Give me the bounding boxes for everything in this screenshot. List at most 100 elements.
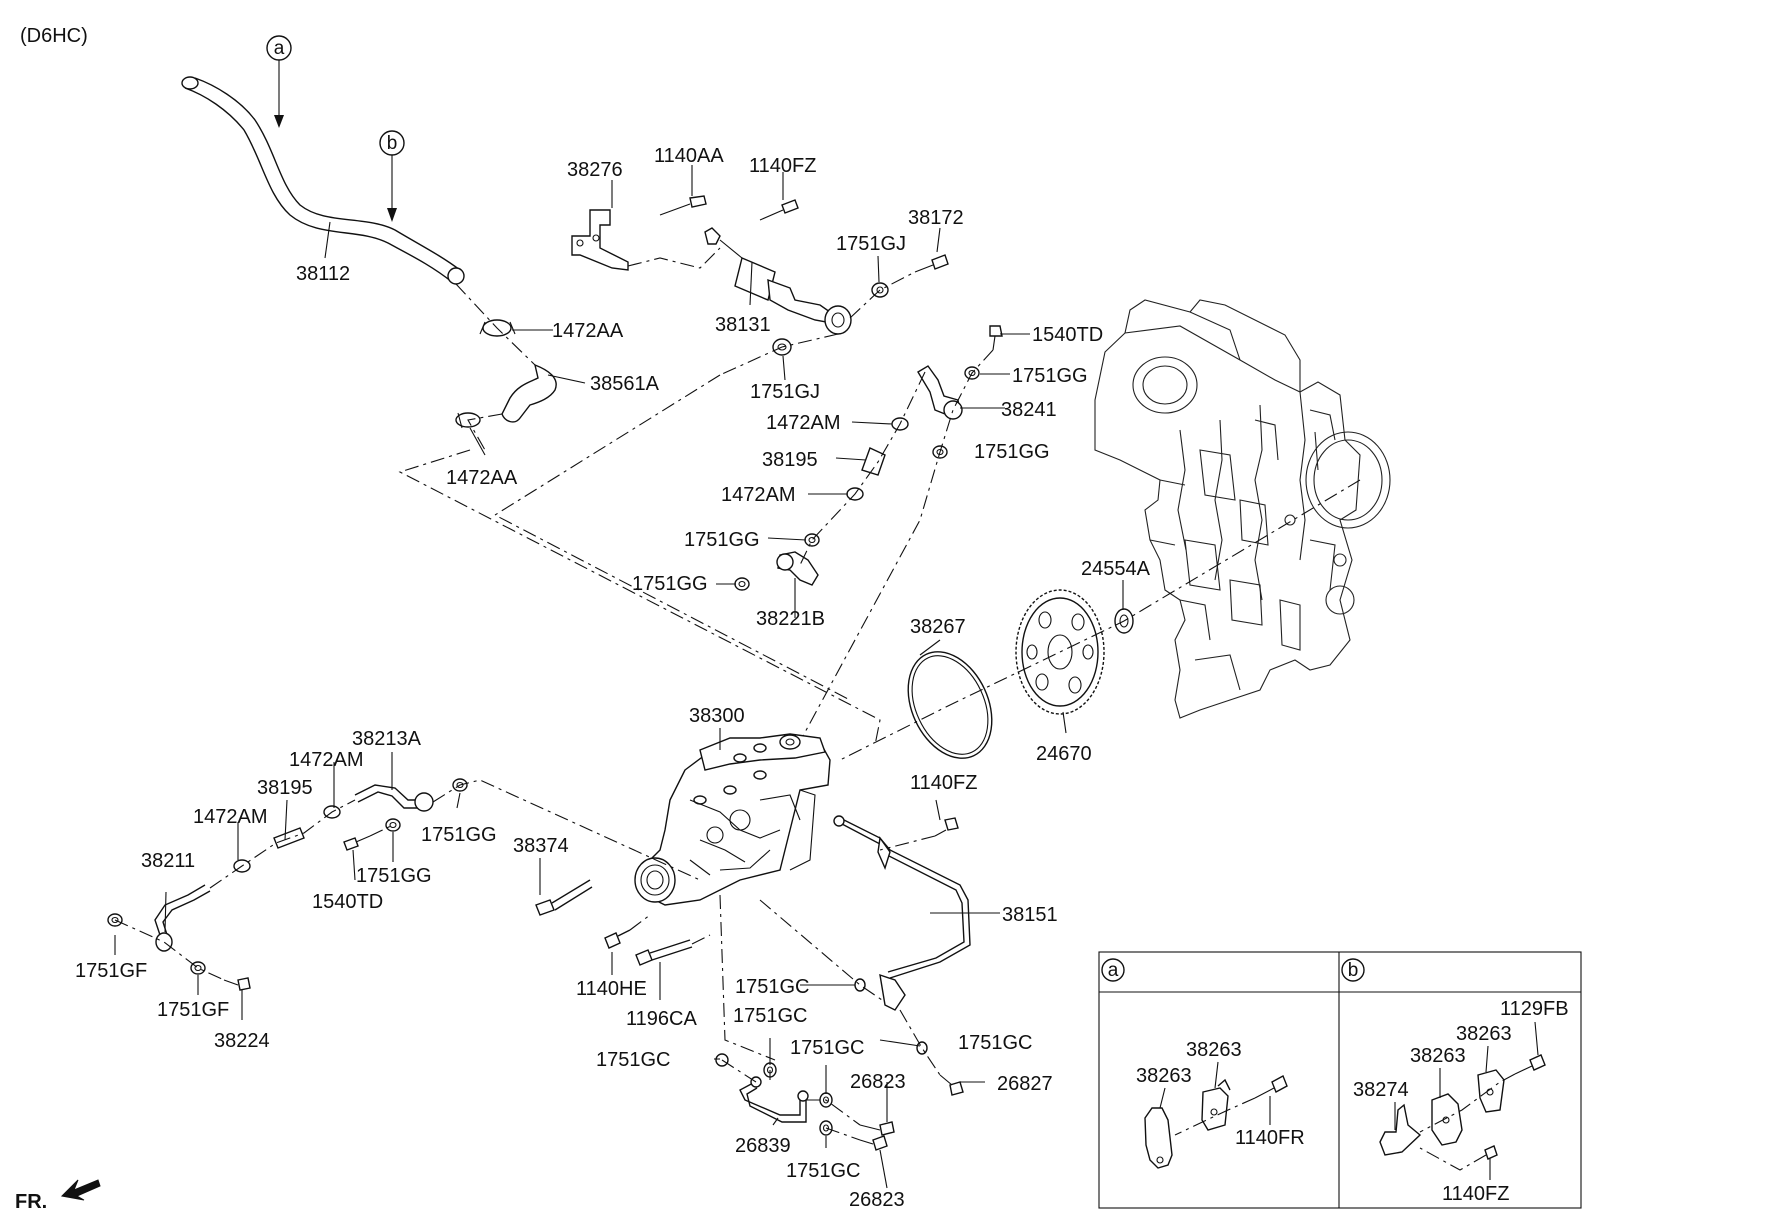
part-label-38221b: 38221B	[756, 608, 825, 630]
part-label-1472am-d: 1472AM	[193, 806, 268, 828]
bolt-1196ca	[635, 939, 693, 966]
inset-b-bracket-drawing	[1379, 1054, 1546, 1171]
part-label-26827: 26827	[997, 1073, 1053, 1095]
part-label-38195-b: 38195	[257, 777, 313, 799]
part-label-1472aa-bottom: 1472AA	[446, 467, 518, 489]
part-label-1751gc-a: 1751GC	[735, 976, 810, 998]
washer-1751gg-c	[804, 533, 820, 547]
inset-a-badge	[1101, 958, 1125, 982]
part-label-1751gf-b: 1751GF	[157, 999, 229, 1021]
part-label-38151: 38151	[1002, 904, 1058, 926]
pipe-38151	[833, 815, 971, 1011]
part-label-1140fz-mid: 1140FZ	[910, 772, 977, 794]
part-label-1751gj-top: 1751GJ	[836, 233, 906, 255]
part-label-1540td-bottom: 1540TD	[312, 891, 383, 913]
pipe-26839	[739, 1076, 809, 1123]
part-label-38241: 38241	[1001, 399, 1057, 421]
callout-b-marker: b	[379, 130, 405, 222]
part-label-1196ca: 1196CA	[626, 1008, 697, 1030]
bolt-1140fz-mid	[934, 817, 959, 837]
part-label-38131: 38131	[715, 314, 771, 336]
hose-38195-a	[861, 447, 886, 476]
part-label-1472am-b: 1472AM	[721, 484, 796, 506]
part-label-1751gg-e: 1751GG	[421, 824, 497, 846]
part-label-1472am-c: 1472AM	[289, 749, 364, 771]
part-label-1751gc-f: 1751GC	[786, 1160, 861, 1182]
part-label-24670: 24670	[1036, 743, 1092, 765]
bolt-38172	[914, 254, 949, 273]
inset-b-label-38274: 38274	[1353, 1079, 1409, 1101]
washer-1751gc-d	[916, 1041, 928, 1055]
part-label-38561a: 38561A	[590, 373, 660, 395]
gear-24670	[1015, 589, 1105, 715]
part-label-26839: 26839	[735, 1135, 791, 1157]
part-label-24554a: 24554A	[1081, 558, 1151, 580]
washer-1751gg-f	[385, 818, 401, 832]
bolt-1140he	[604, 929, 631, 949]
svg-text:a: a	[1108, 960, 1119, 981]
bolt-26827	[939, 1074, 964, 1096]
part-label-1751gj-mid: 1751GJ	[750, 381, 820, 403]
part-label-1751gg-f: 1751GG	[356, 865, 432, 887]
part-label-1751gg-d: 1751GG	[632, 573, 708, 595]
callout-a-marker: a	[266, 35, 292, 128]
inset-a: a 38263 38263 1140FR	[1101, 958, 1305, 1169]
inset-b-label-1140fz: 1140FZ	[1442, 1183, 1509, 1205]
part-label-1140fz-top: 1140FZ	[749, 155, 816, 177]
part-label-26823-a: 26823	[850, 1071, 906, 1093]
inset-a-label-38263-a: 38263	[1136, 1065, 1192, 1087]
part-label-1540td-top: 1540TD	[1032, 324, 1103, 346]
pipe-38112	[181, 76, 465, 285]
fitting-38221b	[776, 551, 819, 586]
part-label-38224: 38224	[214, 1030, 270, 1052]
bolt-1140fz-top	[759, 199, 799, 221]
bolt-26823-b	[859, 1135, 888, 1151]
bolt-38374	[535, 879, 593, 916]
part-label-38172: 38172	[908, 207, 964, 229]
part-label-38374: 38374	[513, 835, 569, 857]
part-label-1140he: 1140HE	[576, 978, 647, 1000]
hose-38561a	[501, 363, 557, 423]
part-label-38276: 38276	[567, 159, 623, 181]
part-label-1751gc-c: 1751GC	[790, 1037, 865, 1059]
bracket-38276	[571, 209, 629, 271]
part-label-1472am-a: 1472AM	[766, 412, 841, 434]
part-label-1751gc-e: 1751GC	[596, 1049, 671, 1071]
inset-b: b 1129FB 38263 38263 38274 1140FZ	[1341, 958, 1569, 1205]
part-label-1472aa-top: 1472AA	[552, 320, 624, 342]
washer-1751gf-a	[107, 913, 123, 927]
inset-a-label-1140fr: 1140FR	[1235, 1127, 1305, 1149]
part-label-1751gg-c: 1751GG	[684, 529, 760, 551]
engine-block-drawing	[1094, 299, 1391, 719]
part-label-26823-b: 26823	[849, 1189, 905, 1211]
detail-inset-table	[1098, 951, 1582, 1209]
svg-text:a: a	[274, 38, 285, 59]
fuel-pump-38300	[634, 733, 831, 906]
part-label-38267: 38267	[910, 616, 966, 638]
inset-b-label-1129fb: 1129FB	[1500, 998, 1569, 1020]
svg-text:b: b	[1348, 960, 1359, 981]
inset-a-label-38263-b: 38263	[1186, 1039, 1242, 1061]
inset-b-label-38263-b: 38263	[1456, 1023, 1512, 1045]
part-label-38195-a: 38195	[762, 449, 818, 471]
bolt-38224	[223, 977, 251, 991]
leader-lines	[114, 165, 1124, 1189]
bolt-1540td-bottom	[343, 835, 371, 851]
bolt-1540td-top	[989, 325, 1003, 351]
washer-1751gc-a	[854, 978, 866, 992]
part-label-38300: 38300	[689, 705, 745, 727]
part-label-1751gc-b: 1751GC	[733, 1005, 808, 1027]
part-label-38112: 38112	[296, 263, 350, 285]
pipe-38211	[154, 884, 211, 952]
bolt-1140aa	[659, 195, 707, 216]
engine-code-label: (D6HC)	[20, 25, 88, 47]
part-label-1140aa: 1140AA	[654, 145, 724, 167]
banjo-fitting-38241	[917, 365, 963, 420]
fuel-filter-38131	[704, 227, 852, 335]
part-label-1751gg-a: 1751GG	[1012, 365, 1088, 387]
inset-b-label-38263-a: 38263	[1410, 1045, 1466, 1067]
pipe-38213a	[354, 784, 434, 812]
part-label-38213a: 38213A	[352, 728, 422, 750]
